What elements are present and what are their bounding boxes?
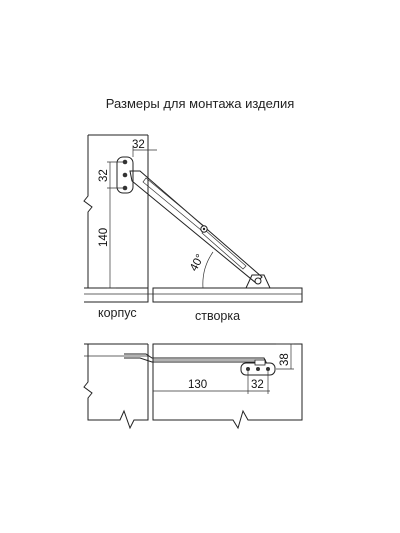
cabinet-side-outline bbox=[83, 343, 149, 430]
stay-arm-slot bbox=[142, 177, 205, 231]
door-bracket bbox=[245, 274, 271, 289]
dim-140: 140 bbox=[98, 228, 110, 247]
plate-screw-hole bbox=[122, 172, 128, 178]
cabinet-wall-outline bbox=[83, 134, 148, 288]
bottom-view: 38 130 32 bbox=[83, 343, 303, 430]
plate-screw-hole bbox=[256, 367, 260, 371]
arm-pivot-center bbox=[202, 227, 206, 231]
bracket-pivot bbox=[254, 277, 262, 285]
diagram-title: Размеры для монтажа изделия bbox=[105, 96, 295, 111]
plate-screw-hole bbox=[246, 367, 250, 371]
label-korpus: корпус bbox=[98, 306, 137, 320]
label-stvorka: створка bbox=[195, 309, 241, 323]
dim-130: 130 bbox=[188, 379, 207, 391]
dim-top-height: 32 bbox=[98, 169, 110, 182]
dim-top-width: 32 bbox=[132, 139, 145, 151]
door-panel bbox=[152, 287, 303, 303]
dim-38: 38 bbox=[279, 353, 291, 366]
dim-angle: 40° bbox=[188, 252, 207, 273]
plate-screw-hole bbox=[266, 367, 270, 371]
stay-arm-inner bbox=[201, 229, 247, 270]
stay-arm-side bbox=[124, 353, 267, 363]
door-panel-bottom bbox=[152, 343, 303, 430]
bracket-hinge bbox=[254, 359, 266, 366]
top-view: 32 32 140 40° bbox=[83, 134, 303, 303]
dim-bottom-width: 32 bbox=[251, 379, 264, 391]
angle-arc bbox=[202, 251, 214, 289]
cabinet-bottom-panel bbox=[84, 287, 149, 303]
